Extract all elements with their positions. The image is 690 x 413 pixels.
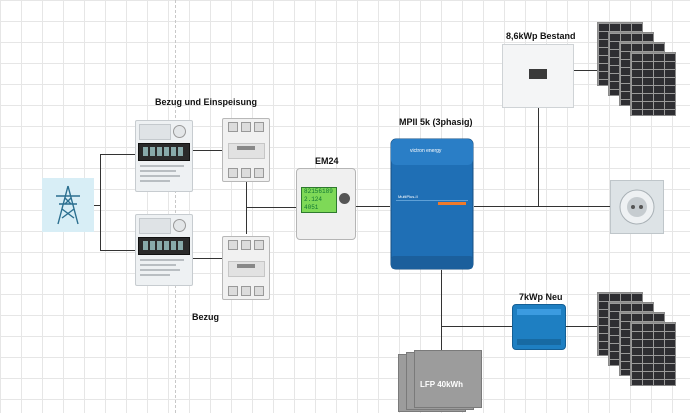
label-bezug-einspeisung: Bezug und Einspeisung: [155, 97, 258, 107]
wire: [94, 205, 101, 206]
wire: [190, 150, 222, 151]
energy-meter-bidirectional: [135, 120, 193, 192]
wire: [100, 154, 101, 250]
wire: [246, 207, 296, 208]
dashed-guide: [175, 0, 176, 413]
power-tower-icon: [56, 185, 80, 225]
solar-panel: [630, 322, 676, 386]
label-bestand: 8,6kWp Bestand: [506, 31, 576, 41]
wire: [474, 206, 610, 207]
mppt-header: [517, 309, 561, 315]
grid-connection: [42, 178, 94, 232]
contactor-top: [222, 118, 270, 182]
wire: [190, 258, 222, 259]
wire: [354, 206, 390, 207]
multiplus-inverter: victron energy MultiPlus-II: [390, 138, 474, 270]
wire: [572, 70, 600, 71]
mppt-terminals: [517, 339, 561, 345]
em24-display: 82156189 2.124 4051: [301, 187, 337, 213]
label-mp2: MPII 5k (3phasig): [399, 117, 473, 127]
label-bezug: Bezug: [192, 312, 219, 322]
inverter-brand: victron energy: [410, 148, 442, 154]
battery-unit: [414, 350, 482, 408]
mppt-charge-controller: [512, 304, 566, 350]
solar-panel: [630, 52, 676, 116]
power-socket-icon: [619, 189, 655, 225]
solar-inverter: [502, 44, 574, 108]
inverter-led-panel: [529, 69, 547, 79]
label-em24: EM24: [315, 156, 339, 166]
grid-socket: [610, 180, 664, 234]
wire: [100, 250, 136, 251]
wire: [564, 326, 600, 327]
wire: [100, 154, 136, 155]
label-battery: LFP 40kWh: [420, 380, 463, 389]
contactor-bottom: [222, 236, 270, 300]
selector-dial-icon: [339, 193, 350, 204]
wire: [246, 182, 247, 234]
em24-meter: 82156189 2.124 4051: [296, 168, 356, 240]
wire: [441, 270, 442, 354]
wire: [538, 106, 539, 206]
inverter-model: MultiPlus-II: [398, 194, 418, 199]
label-neu: 7kWp Neu: [519, 292, 563, 302]
wire: [441, 326, 512, 327]
energy-meter-consumption: [135, 214, 193, 286]
